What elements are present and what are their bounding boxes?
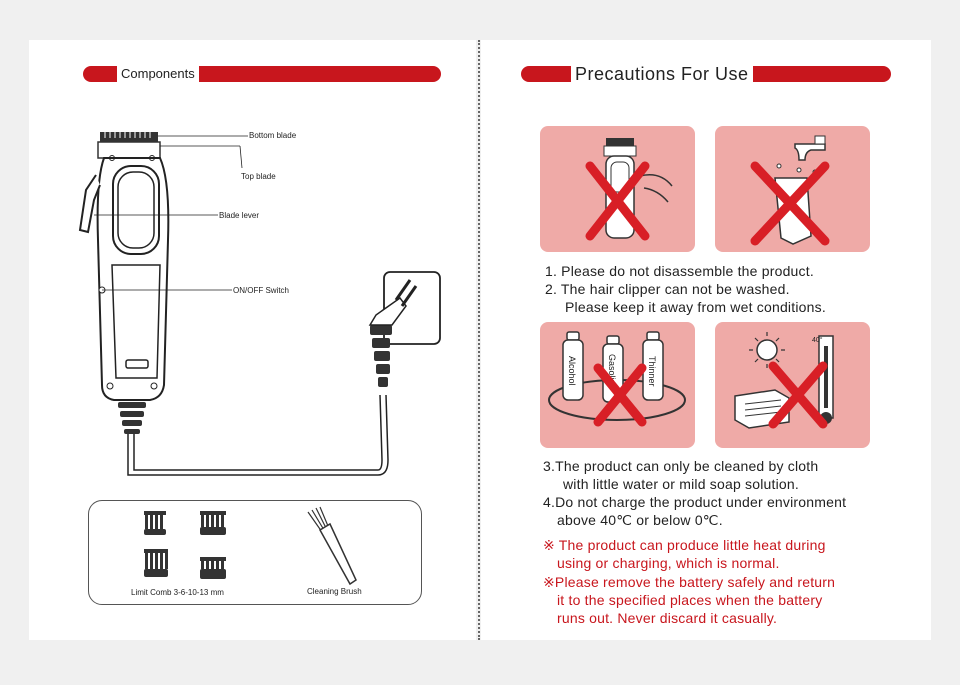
tile-no-washing: [715, 126, 870, 252]
callout-top-blade: Top blade: [241, 172, 276, 181]
precaution-line-5: with little water or mild soap solution.: [563, 476, 799, 492]
precaution-line-1: 1. Please do not disassemble the product…: [545, 263, 814, 279]
precaution-line-3: Please keep it away from wet conditions.: [565, 299, 826, 315]
note-line-3: ※Please remove the battery safely and re…: [543, 574, 836, 590]
cleaning-brush-illustration: [307, 506, 357, 586]
precaution-line-2: 2. The hair clipper can not be washed.: [545, 281, 790, 297]
accessories-box: [88, 500, 422, 605]
note-line-4: it to the specified places when the batt…: [557, 592, 823, 608]
bottle-label-thinner: Thinner: [647, 356, 657, 387]
tile-no-disassemble: [540, 126, 695, 252]
precaution-line-4: 3.The product can only be cleaned by clo…: [543, 458, 819, 474]
page-divider: [478, 40, 480, 640]
thermometer-label: 40°: [812, 336, 823, 344]
bottle-label-alcohol: Alcohol: [567, 356, 577, 386]
callout-bottom-blade: Bottom blade: [249, 131, 297, 140]
note-line-2: using or charging, which is normal.: [557, 555, 780, 571]
tile-no-extreme-temp: 40°: [715, 322, 870, 448]
note-line-5: runs out. Never discard it casually.: [557, 610, 778, 626]
note-line-1: ※ The product can produce little heat du…: [543, 537, 826, 553]
precautions-header: Precautions For Use: [571, 64, 753, 84]
limit-comb-label: Limit Comb 3-6-10-13 mm: [131, 588, 224, 597]
clipper-diagram: [78, 132, 441, 476]
callout-blade-lever: Blade lever: [219, 211, 260, 220]
components-header: Components: [117, 64, 199, 84]
precaution-line-6: 4.Do not charge the product under enviro…: [543, 494, 847, 510]
tile-no-chemicals: Alcohol Gasoline Thinner: [540, 322, 695, 448]
callout-switch: ON/OFF Switch: [233, 286, 290, 295]
limit-combs-illustration: [144, 511, 226, 579]
cleaning-brush-label: Cleaning Brush: [307, 587, 362, 596]
precaution-line-7: above 40℃ or below 0℃.: [557, 512, 723, 528]
bottle-label-gasoline: Gasoline: [607, 354, 617, 390]
